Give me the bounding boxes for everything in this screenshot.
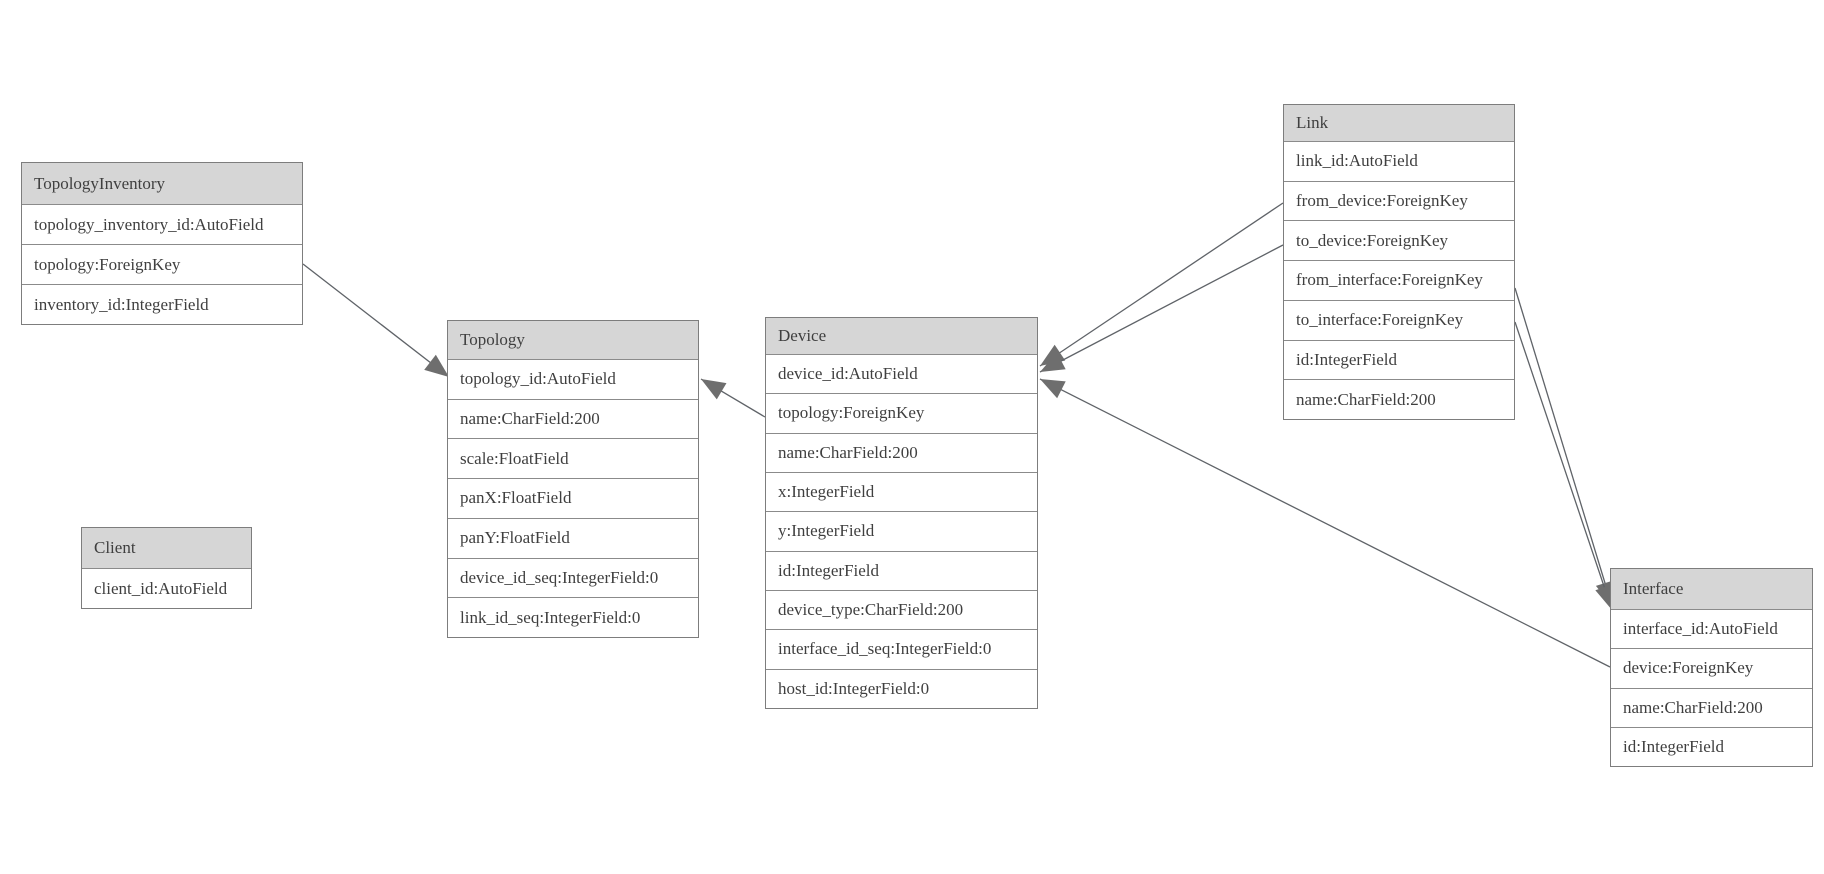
- edge-link-to-device-to-device: [1039, 244, 1284, 373]
- entity-field-row: scale:FloatField: [448, 438, 698, 479]
- arrowhead-icon: [424, 354, 449, 377]
- arrowhead-icon: [1040, 379, 1066, 399]
- entity-field-row: interface_id:AutoField: [1611, 609, 1812, 649]
- entity-title: Device: [766, 318, 1037, 354]
- entity-title: TopologyInventory: [22, 163, 302, 204]
- entity-field-row: device_id:AutoField: [766, 354, 1037, 394]
- edge-link-from-device-to-device: [1039, 202, 1284, 367]
- entity-field-row: client_id:AutoField: [82, 568, 251, 608]
- arrowhead-icon: [1595, 584, 1614, 610]
- entity-field-row: id:IntegerField: [766, 550, 1037, 590]
- entity-field-row: x:IntegerField: [766, 471, 1037, 512]
- edge-link-from-interface-to-interface: [1514, 287, 1615, 607]
- entity-title: Interface: [1611, 569, 1812, 609]
- edge-topologyinventory-topology-to-topology: [302, 263, 450, 378]
- entity-field-row: topology:ForeignKey: [766, 393, 1037, 433]
- edge-line: [1514, 321, 1613, 611]
- entity-field-row: from_device:ForeignKey: [1284, 180, 1514, 221]
- edge-link-to-interface-to-interface: [1514, 321, 1614, 611]
- entity-field-row: to_interface:ForeignKey: [1284, 299, 1514, 340]
- entity-field-row: panX:FloatField: [448, 478, 698, 518]
- entity-title: Topology: [448, 321, 698, 359]
- entity-field-row: topology:ForeignKey: [22, 244, 302, 284]
- entity-field-row: name:CharField:200: [1284, 379, 1514, 419]
- entity-field-row: link_id_seq:IntegerField:0: [448, 597, 698, 637]
- entity-field-row: to_device:ForeignKey: [1284, 220, 1514, 261]
- entity-field-row: topology_inventory_id:AutoField: [22, 204, 302, 244]
- entity-field-row: from_interface:ForeignKey: [1284, 260, 1514, 300]
- entity-field-row: inventory_id:IntegerField: [22, 284, 302, 324]
- edge-line: [1514, 287, 1613, 607]
- edge-line: [302, 263, 450, 378]
- entity-field-row: device_id_seq:IntegerField:0: [448, 557, 698, 598]
- entity-field-row: host_id:IntegerField:0: [766, 668, 1037, 708]
- edge-line: [1039, 202, 1284, 367]
- entity-title: Client: [82, 528, 251, 568]
- entity-field-row: name:CharField:200: [1611, 687, 1812, 727]
- edge-line: [1039, 244, 1284, 373]
- edge-line: [1039, 378, 1611, 668]
- edge-interface-device-to-device: [1039, 378, 1611, 668]
- entity-field-row: id:IntegerField: [1611, 726, 1812, 766]
- entity-field-row: name:CharField:200: [766, 432, 1037, 472]
- entity-field-row: y:IntegerField: [766, 511, 1037, 551]
- entity-field-row: name:CharField:200: [448, 398, 698, 439]
- arrowhead-icon: [1040, 352, 1066, 372]
- entity-field-row: device:ForeignKey: [1611, 648, 1812, 688]
- entity-title: Link: [1284, 105, 1514, 141]
- entity-field-row: interface_id_seq:IntegerField:0: [766, 629, 1037, 669]
- entity-field-row: panY:FloatField: [448, 517, 698, 558]
- entity-field-row: id:IntegerField: [1284, 339, 1514, 380]
- arrowhead-icon: [701, 379, 727, 400]
- edge-device-topology-to-topology: [700, 378, 766, 418]
- entity-field-row: device_type:CharField:200: [766, 589, 1037, 630]
- entity-field-row: topology_id:AutoField: [448, 359, 698, 399]
- entity-field-row: link_id:AutoField: [1284, 141, 1514, 181]
